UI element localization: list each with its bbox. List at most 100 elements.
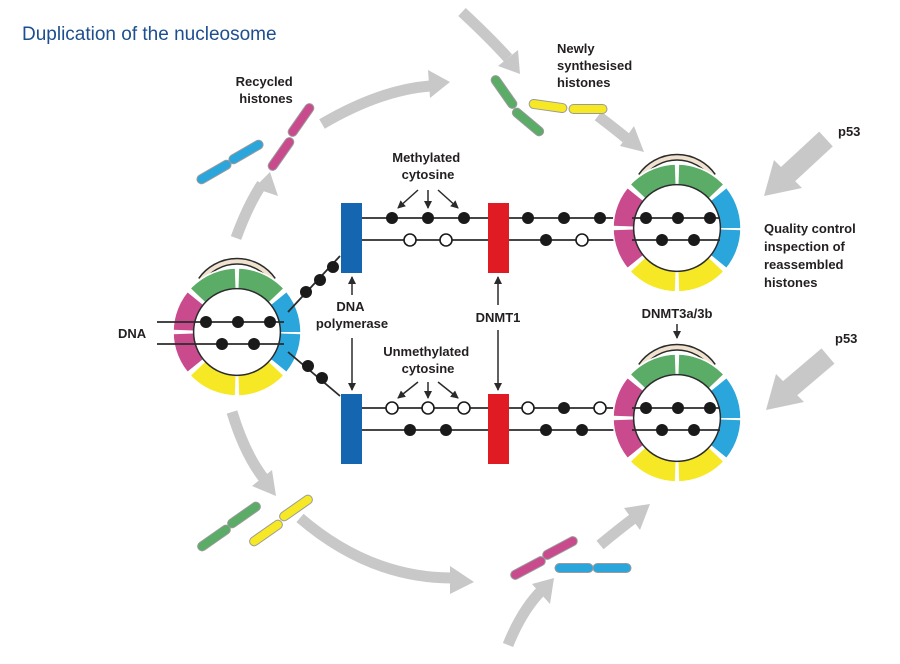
histone-segment-green [511,107,545,137]
methylated-cytosine [672,402,684,414]
arrowhead-newly-from-top [498,50,520,74]
methylated-cytosine [386,212,398,224]
methylated-cytosine [232,316,244,328]
page-title: Duplication of the nucleosome [22,24,277,45]
unmethylated-cytosine [421,401,435,415]
methylated-cytosine [440,424,452,436]
arrowhead-bottom-to-nucleosome [624,504,650,530]
methylated-cytosine [672,212,684,224]
histone-segment-yellow [568,104,608,114]
unmethylated-cytosine [593,401,607,415]
dna-polymerase-block-lower [341,394,362,464]
histone-segment-magenta [542,536,578,560]
label-newly-synthesised-histones: Newly synthesised histones [557,41,636,90]
arrow-recycled-up [230,180,267,240]
histone-segment-green [490,75,518,109]
methylated-cytosine [302,360,314,372]
label-unmethylated-cytosine: Unmethylated cytosine [383,344,473,376]
pointer-arrows [348,189,681,399]
methylated-cytosine [316,372,328,384]
newly-synthesised-histones [490,75,608,137]
p53-arrow-bottom [766,348,835,410]
arrowhead-recycled-to-top [428,70,450,98]
methylated-cytosine [404,424,416,436]
arrow-recycled-to-top [319,80,431,129]
methylated-cytosine [576,424,588,436]
dnmt1-block-lower [488,394,509,464]
nucleosome-original [173,261,301,396]
label-quality-control: Quality control inspection of reassemble… [764,221,859,290]
label-dna-polymerase: DNA polymerase [316,299,388,331]
arrow-bottom-to-nucleosome [596,513,638,550]
label-recycled-histones: Recycled histones [236,74,297,106]
unmethylated-cytosine [521,401,535,415]
histone-segment-green [227,501,261,529]
histone-segment-blue [592,563,632,573]
methylated-cytosine [688,234,700,246]
unmethylated-cytosine [403,233,417,247]
recycled-histones-top [196,103,315,185]
dnmt1-block-upper [488,203,509,273]
histones-bottom-right [510,536,632,580]
arrow-bottom-from-below [502,586,546,648]
methylated-cytosine [640,402,652,414]
methylated-cytosine [522,212,534,224]
arrowhead-recycled-down [252,470,276,496]
methylated-cytosine [327,261,339,273]
arrow-newly-to-nucleosome [594,111,630,143]
methylated-cytosine [704,402,716,414]
methylated-cytosine [704,212,716,224]
histone-segment-blue [554,563,594,573]
label-dna: DNA [118,326,147,341]
dots-in-lower-nucleosome [632,402,720,436]
methylated-cytosine [558,402,570,414]
histone-segment-yellow [249,519,283,547]
arrowhead-bottom-curve [450,566,474,594]
label-dnmt1: DNMT1 [476,310,521,325]
methylated-cytosine [422,212,434,224]
methylated-cytosine [688,424,700,436]
replication-fork [287,255,341,397]
label-p53-bottom: p53 [835,331,857,346]
unmethylated-cytosine [385,401,399,415]
histone-segment-magenta [510,556,546,580]
arrowhead-newly-to-nucleosome [620,126,644,152]
nucleosome-daughter-lower [613,347,741,482]
methylated-cytosine [216,338,228,350]
label-dnmt3: DNMT3a/3b [642,306,713,321]
histone-segment-yellow [528,98,568,114]
methylated-cytosine [314,274,326,286]
methylated-cytosine [540,424,552,436]
methylated-cytosine [656,424,668,436]
histone-segment-blue [196,159,232,185]
arrow-recycled-down [226,410,270,484]
histone-segment-magenta [267,137,295,171]
histone-segment-yellow [279,494,313,522]
methylated-cytosine [558,212,570,224]
methylated-cytosine [264,316,276,328]
arrow-bottom-curve [296,513,453,584]
unmethylated-cytosine [575,233,589,247]
cytosines-upper [386,212,606,247]
unmethylated-cytosine [457,401,471,415]
cytosines-lower [385,401,607,436]
methylated-cytosine [300,286,312,298]
recycled-histones-bottom [197,494,313,552]
methylated-cytosine [640,212,652,224]
arrowhead-recycled-up [254,172,278,196]
nucleosome-daughter-upper [613,157,741,292]
histone-segment-blue [228,139,264,165]
methylated-cytosine [248,338,260,350]
methylated-cytosine [200,316,212,328]
histone-segment-green [197,524,231,552]
methylated-cytosine [458,212,470,224]
methylated-cytosine [594,212,606,224]
arrow-newly-from-top [458,7,513,62]
label-methylated-cytosine: Methylated cytosine [392,150,464,182]
dots-in-upper-nucleosome [632,212,720,246]
methylated-cytosine [656,234,668,246]
arrowhead-bottom-from-below [532,578,554,604]
flow-arrows [226,7,835,648]
p53-arrow-top [764,131,833,196]
